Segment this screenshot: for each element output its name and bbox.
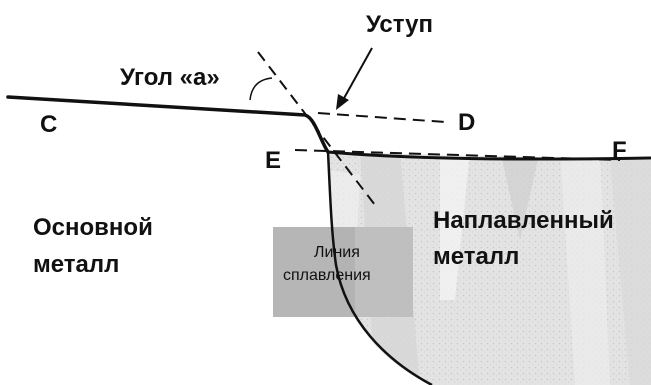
dashed-line-ef xyxy=(294,149,621,161)
fusion-line-label-line2: сплавления xyxy=(283,267,371,284)
dashed-line-d xyxy=(317,112,446,123)
point-c-label: C xyxy=(40,111,57,138)
base-metal-label-line2: металл xyxy=(33,251,119,278)
ledge-arrow-head xyxy=(336,94,349,110)
point-d-label: D xyxy=(458,109,475,136)
weld-metal-label-line2: металл xyxy=(433,243,519,270)
ledge-arrow-shaft xyxy=(342,47,373,101)
weld-metal-label-line1: Наплавленный xyxy=(433,207,614,234)
angle-arc xyxy=(249,77,273,101)
fusion-line-label-line1: Линия xyxy=(314,244,360,261)
fusion-boundary-line xyxy=(326,151,433,385)
point-e-label: E xyxy=(265,147,281,174)
base-metal-label-line1: Основной xyxy=(33,214,153,241)
ledge-label: Уступ xyxy=(366,11,433,38)
point-f-label: F xyxy=(612,137,627,164)
angle-label: Угол «а» xyxy=(120,64,220,91)
angle-dashed-line xyxy=(257,51,376,206)
fusion-zone-box-right xyxy=(355,227,413,317)
